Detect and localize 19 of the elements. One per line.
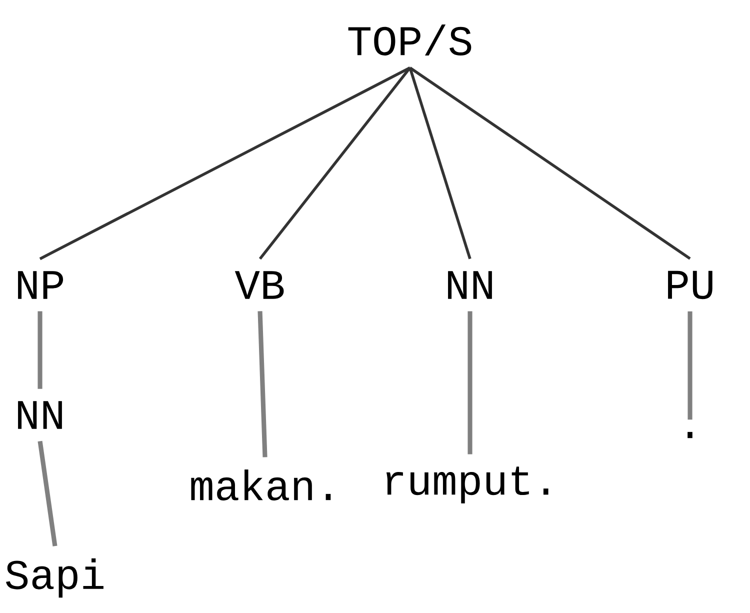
tree-branch — [468, 311, 472, 454]
tree-branch — [688, 311, 692, 420]
word-label: Sapi — [6, 558, 104, 598]
tree-label: PU — [668, 270, 712, 300]
tree-branch — [38, 440, 58, 546]
word-label: rumput. — [386, 466, 548, 504]
tree-branch — [409, 66, 691, 260]
tree-label: NN — [448, 271, 492, 299]
tree-branch — [258, 66, 412, 260]
word-label: . — [688, 432, 692, 438]
tree-branch — [39, 66, 411, 260]
tree-label: TOP/S — [348, 24, 472, 56]
tree-branch — [258, 311, 268, 458]
tree-branch — [408, 67, 472, 260]
tree-label: NN — [18, 401, 62, 429]
tree-label: VB — [234, 271, 284, 299]
tree-label: NP — [18, 271, 64, 299]
word-label: makan. — [191, 470, 331, 500]
tree-branch — [38, 311, 42, 389]
